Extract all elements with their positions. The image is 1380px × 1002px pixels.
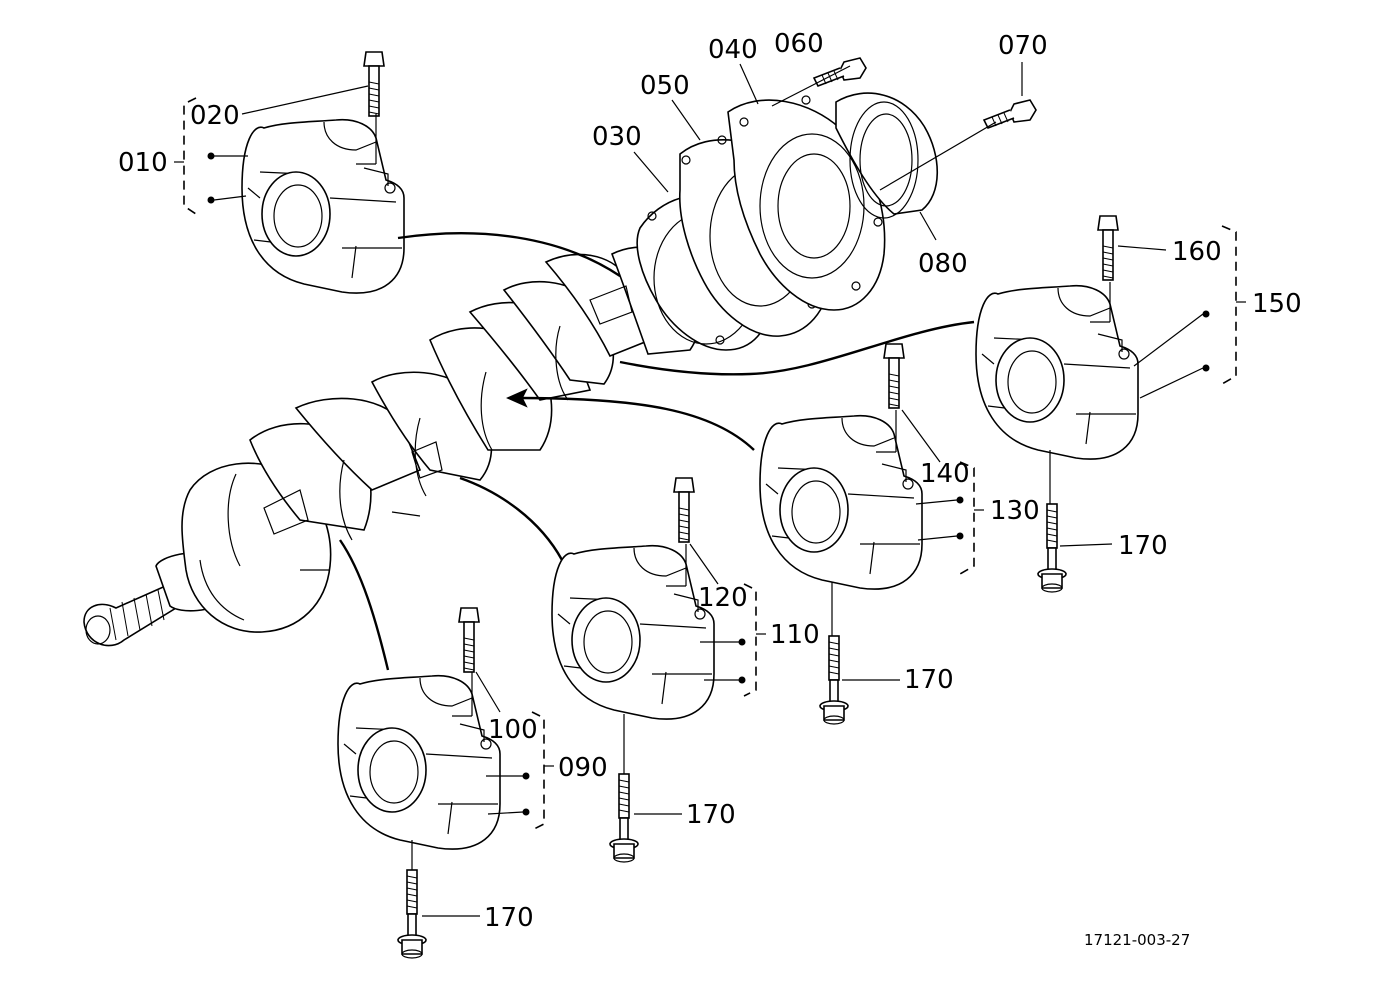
callout-090: 090 [558,753,608,783]
assembly-paths [339,232,975,671]
callout-170-c: 170 [686,800,736,830]
callout-170-b: 170 [904,665,954,695]
callout-050: 050 [640,71,690,101]
stud-bolt-170-d [397,869,427,959]
callout-140: 140 [920,459,970,489]
bolt-140 [883,343,905,409]
callout-040: 040 [708,35,758,65]
bearing-holder-110 [551,544,715,720]
callout-100: 100 [488,715,538,745]
crankshaft [83,246,702,647]
bearing-holder-130 [759,414,923,590]
callout-060: 060 [774,29,824,59]
oil-seal-080 [835,92,939,219]
callout-150: 150 [1252,289,1302,319]
callout-130: 130 [990,496,1040,526]
callout-110: 110 [770,620,820,650]
stud-bolt-170-a [1037,503,1067,593]
callout-020: 020 [190,101,240,131]
stud-bolt-170-c [609,773,639,863]
callout-170-a: 170 [1118,531,1168,561]
callout-120: 120 [698,583,748,613]
callout-070: 070 [998,31,1048,61]
bolt-160 [1097,215,1119,281]
leaders [174,62,1246,917]
drawing-reference-number: 17121-003-27 [1084,931,1190,949]
bearing-holder-150 [975,284,1139,460]
bolt-060 [813,57,867,87]
bolt-120 [673,477,695,543]
callout-170-d: 170 [484,903,534,933]
bolt-100 [458,607,480,673]
callout-030: 030 [592,122,642,152]
oil-seal-case-040 [727,95,886,311]
callout-labels: 010 020 030 040 050 060 070 080 090 100 … [118,29,1302,949]
bolt-020 [363,51,385,117]
callout-010: 010 [118,148,168,178]
bearing-case-010 [241,118,405,294]
callout-160: 160 [1172,237,1222,267]
callout-080: 080 [918,249,968,279]
bearing-holder-090 [337,674,501,850]
